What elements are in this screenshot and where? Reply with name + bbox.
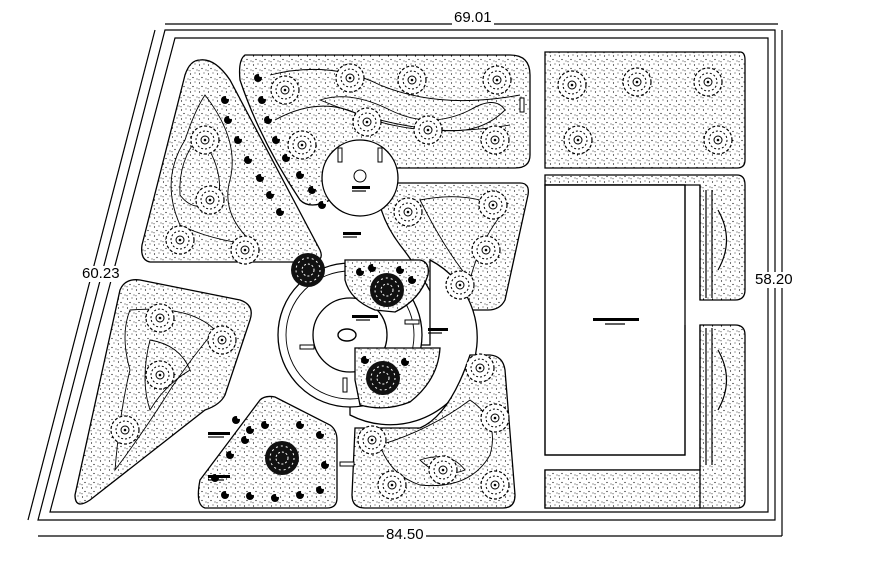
dimension-top: 69.01 [452, 9, 494, 26]
tree-canopy-icon [352, 107, 382, 137]
tree-canopy-icon [465, 353, 495, 383]
tree-canopy-icon [563, 125, 593, 155]
bench-icon [519, 97, 525, 113]
tree-canopy-icon [471, 235, 501, 265]
tree-canopy-icon [165, 225, 195, 255]
bench-icon [377, 147, 383, 163]
bench-icon [342, 377, 348, 393]
label-tag-icon [208, 475, 230, 481]
label-tag-icon [428, 328, 448, 334]
bench-icon [337, 147, 343, 163]
tree-canopy-icon [230, 235, 260, 265]
tree-canopy-icon [335, 63, 365, 93]
bed-left-middle [74, 279, 252, 505]
tree-canopy-icon [482, 65, 512, 95]
bench-icon [339, 461, 355, 467]
bench-icon [404, 319, 420, 325]
tree-canopy-icon [480, 470, 510, 500]
shrub-icon [369, 272, 405, 308]
tree-canopy-icon [377, 470, 407, 500]
dimension-right: 58.20 [753, 271, 795, 288]
tree-canopy-icon [110, 415, 140, 445]
tree-canopy-icon [287, 130, 317, 160]
label-tag-icon [343, 232, 361, 238]
bed-bottom-right [351, 354, 516, 509]
tree-canopy-icon [480, 403, 510, 433]
tree-canopy-icon [622, 67, 652, 97]
tree-canopy-icon [557, 70, 587, 100]
benches [299, 97, 525, 467]
upper-plaza [321, 139, 399, 217]
shrub-icon [290, 252, 326, 288]
tree-canopy-icon [703, 125, 733, 155]
label-tags [208, 186, 639, 481]
tree-canopy-icon [207, 325, 237, 355]
label-tag-icon [352, 315, 378, 321]
tree-canopy-icon [195, 185, 225, 215]
dimension-bottom: 84.50 [384, 526, 426, 543]
tree-canopy-icon [145, 303, 175, 333]
tree-canopy-icon [693, 67, 723, 97]
shrub-icon [365, 360, 401, 396]
tree-canopy-icon [357, 425, 387, 455]
tree-canopy-icon [478, 190, 508, 220]
tree-canopy-icon [190, 125, 220, 155]
lawn-right-frame [544, 174, 746, 509]
tree-canopy-icon [413, 115, 443, 145]
tree-canopy-icon [480, 125, 510, 155]
tree-canopy-icon [397, 65, 427, 95]
site-boundary [37, 29, 776, 521]
bench-icon [299, 344, 315, 350]
tree-canopy-icon [270, 75, 300, 105]
tree-canopy-icon [145, 360, 175, 390]
dimension-left: 60.23 [80, 265, 122, 282]
label-tag-icon [208, 432, 230, 438]
tree-canopy-icon [445, 270, 475, 300]
label-tag-icon [593, 318, 639, 325]
label-tag-icon [352, 186, 370, 192]
tree-canopy-icon [428, 455, 458, 485]
shrub-icon [264, 440, 300, 476]
sports-field [544, 184, 727, 470]
tree-canopy-icon [393, 197, 423, 227]
